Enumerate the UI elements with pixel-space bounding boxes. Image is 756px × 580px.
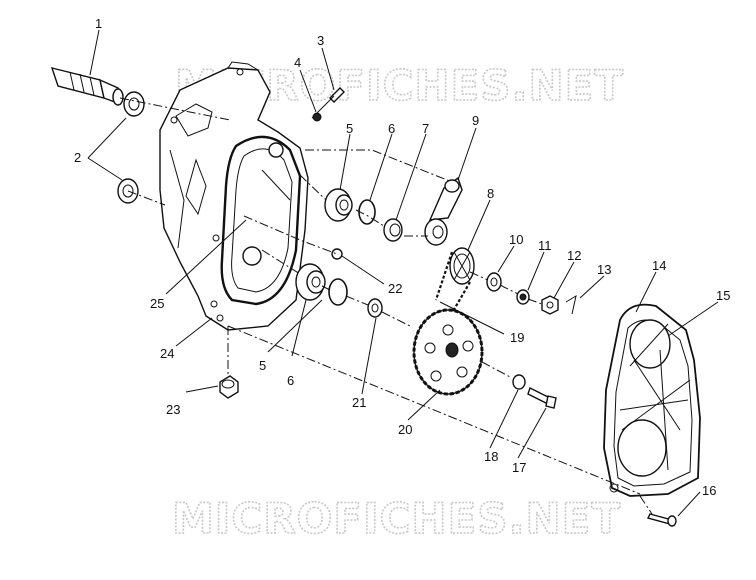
o-ring-lower bbox=[328, 278, 348, 306]
washer-18 bbox=[512, 374, 526, 390]
callout-24: 24 bbox=[160, 346, 174, 361]
callout-16: 16 bbox=[702, 483, 716, 498]
screw-16 bbox=[646, 513, 677, 527]
callout-6-lower: 6 bbox=[287, 373, 294, 388]
callout-21: 21 bbox=[352, 395, 366, 410]
callout-20: 20 bbox=[398, 422, 412, 437]
callout-4: 4 bbox=[294, 55, 301, 70]
bearing-lower bbox=[295, 263, 326, 301]
callout-9: 9 bbox=[472, 113, 479, 128]
callout-1: 1 bbox=[95, 16, 102, 31]
drain-plug-23 bbox=[219, 375, 239, 399]
callout-22: 22 bbox=[388, 281, 402, 296]
assembly-lines bbox=[119, 97, 653, 515]
o-ring-upper bbox=[358, 199, 376, 225]
washer-10 bbox=[486, 272, 502, 292]
washer-11 bbox=[516, 289, 530, 305]
nut-12 bbox=[541, 295, 559, 315]
input-shaft bbox=[50, 67, 124, 106]
callout-12: 12 bbox=[567, 248, 581, 263]
callout-14: 14 bbox=[652, 258, 666, 273]
nut-4 bbox=[312, 112, 322, 122]
tensioner-arm-9 bbox=[424, 176, 463, 246]
leader-lines bbox=[87, 29, 719, 517]
callout-23: 23 bbox=[166, 402, 180, 417]
chaincase-cover bbox=[603, 303, 701, 497]
chaincase-housing bbox=[159, 61, 309, 331]
watermark-bottom: MICROFICHES.NET bbox=[172, 494, 621, 543]
washer-21 bbox=[367, 298, 383, 318]
plug-22 bbox=[331, 248, 343, 260]
callout-3: 3 bbox=[317, 33, 324, 48]
bolt-17 bbox=[527, 387, 557, 409]
callout-7: 7 bbox=[422, 121, 429, 136]
callout-11: 11 bbox=[538, 238, 552, 253]
bearing-upper bbox=[324, 188, 353, 222]
callout-labels: 1 2 3 4 5 6 7 9 8 10 11 12 13 14 15 16 1… bbox=[74, 16, 730, 498]
callout-8: 8 bbox=[487, 186, 494, 201]
callout-15: 15 bbox=[716, 288, 730, 303]
callout-18: 18 bbox=[484, 449, 498, 464]
callout-17: 17 bbox=[512, 460, 526, 475]
callout-13: 13 bbox=[597, 262, 611, 277]
callout-5-lower: 5 bbox=[259, 358, 266, 373]
callout-25: 25 bbox=[150, 296, 164, 311]
seal-upper bbox=[123, 91, 145, 117]
callout-6-upper: 6 bbox=[388, 121, 395, 136]
bottom-sprocket bbox=[412, 308, 484, 396]
top-sprocket bbox=[449, 247, 475, 285]
callout-2: 2 bbox=[74, 150, 81, 165]
callout-19: 19 bbox=[510, 330, 524, 345]
tensioner-bearing-7 bbox=[383, 218, 403, 242]
cotter-pin-13 bbox=[565, 294, 577, 315]
callout-10: 10 bbox=[509, 232, 523, 247]
callout-5-upper: 5 bbox=[346, 121, 353, 136]
